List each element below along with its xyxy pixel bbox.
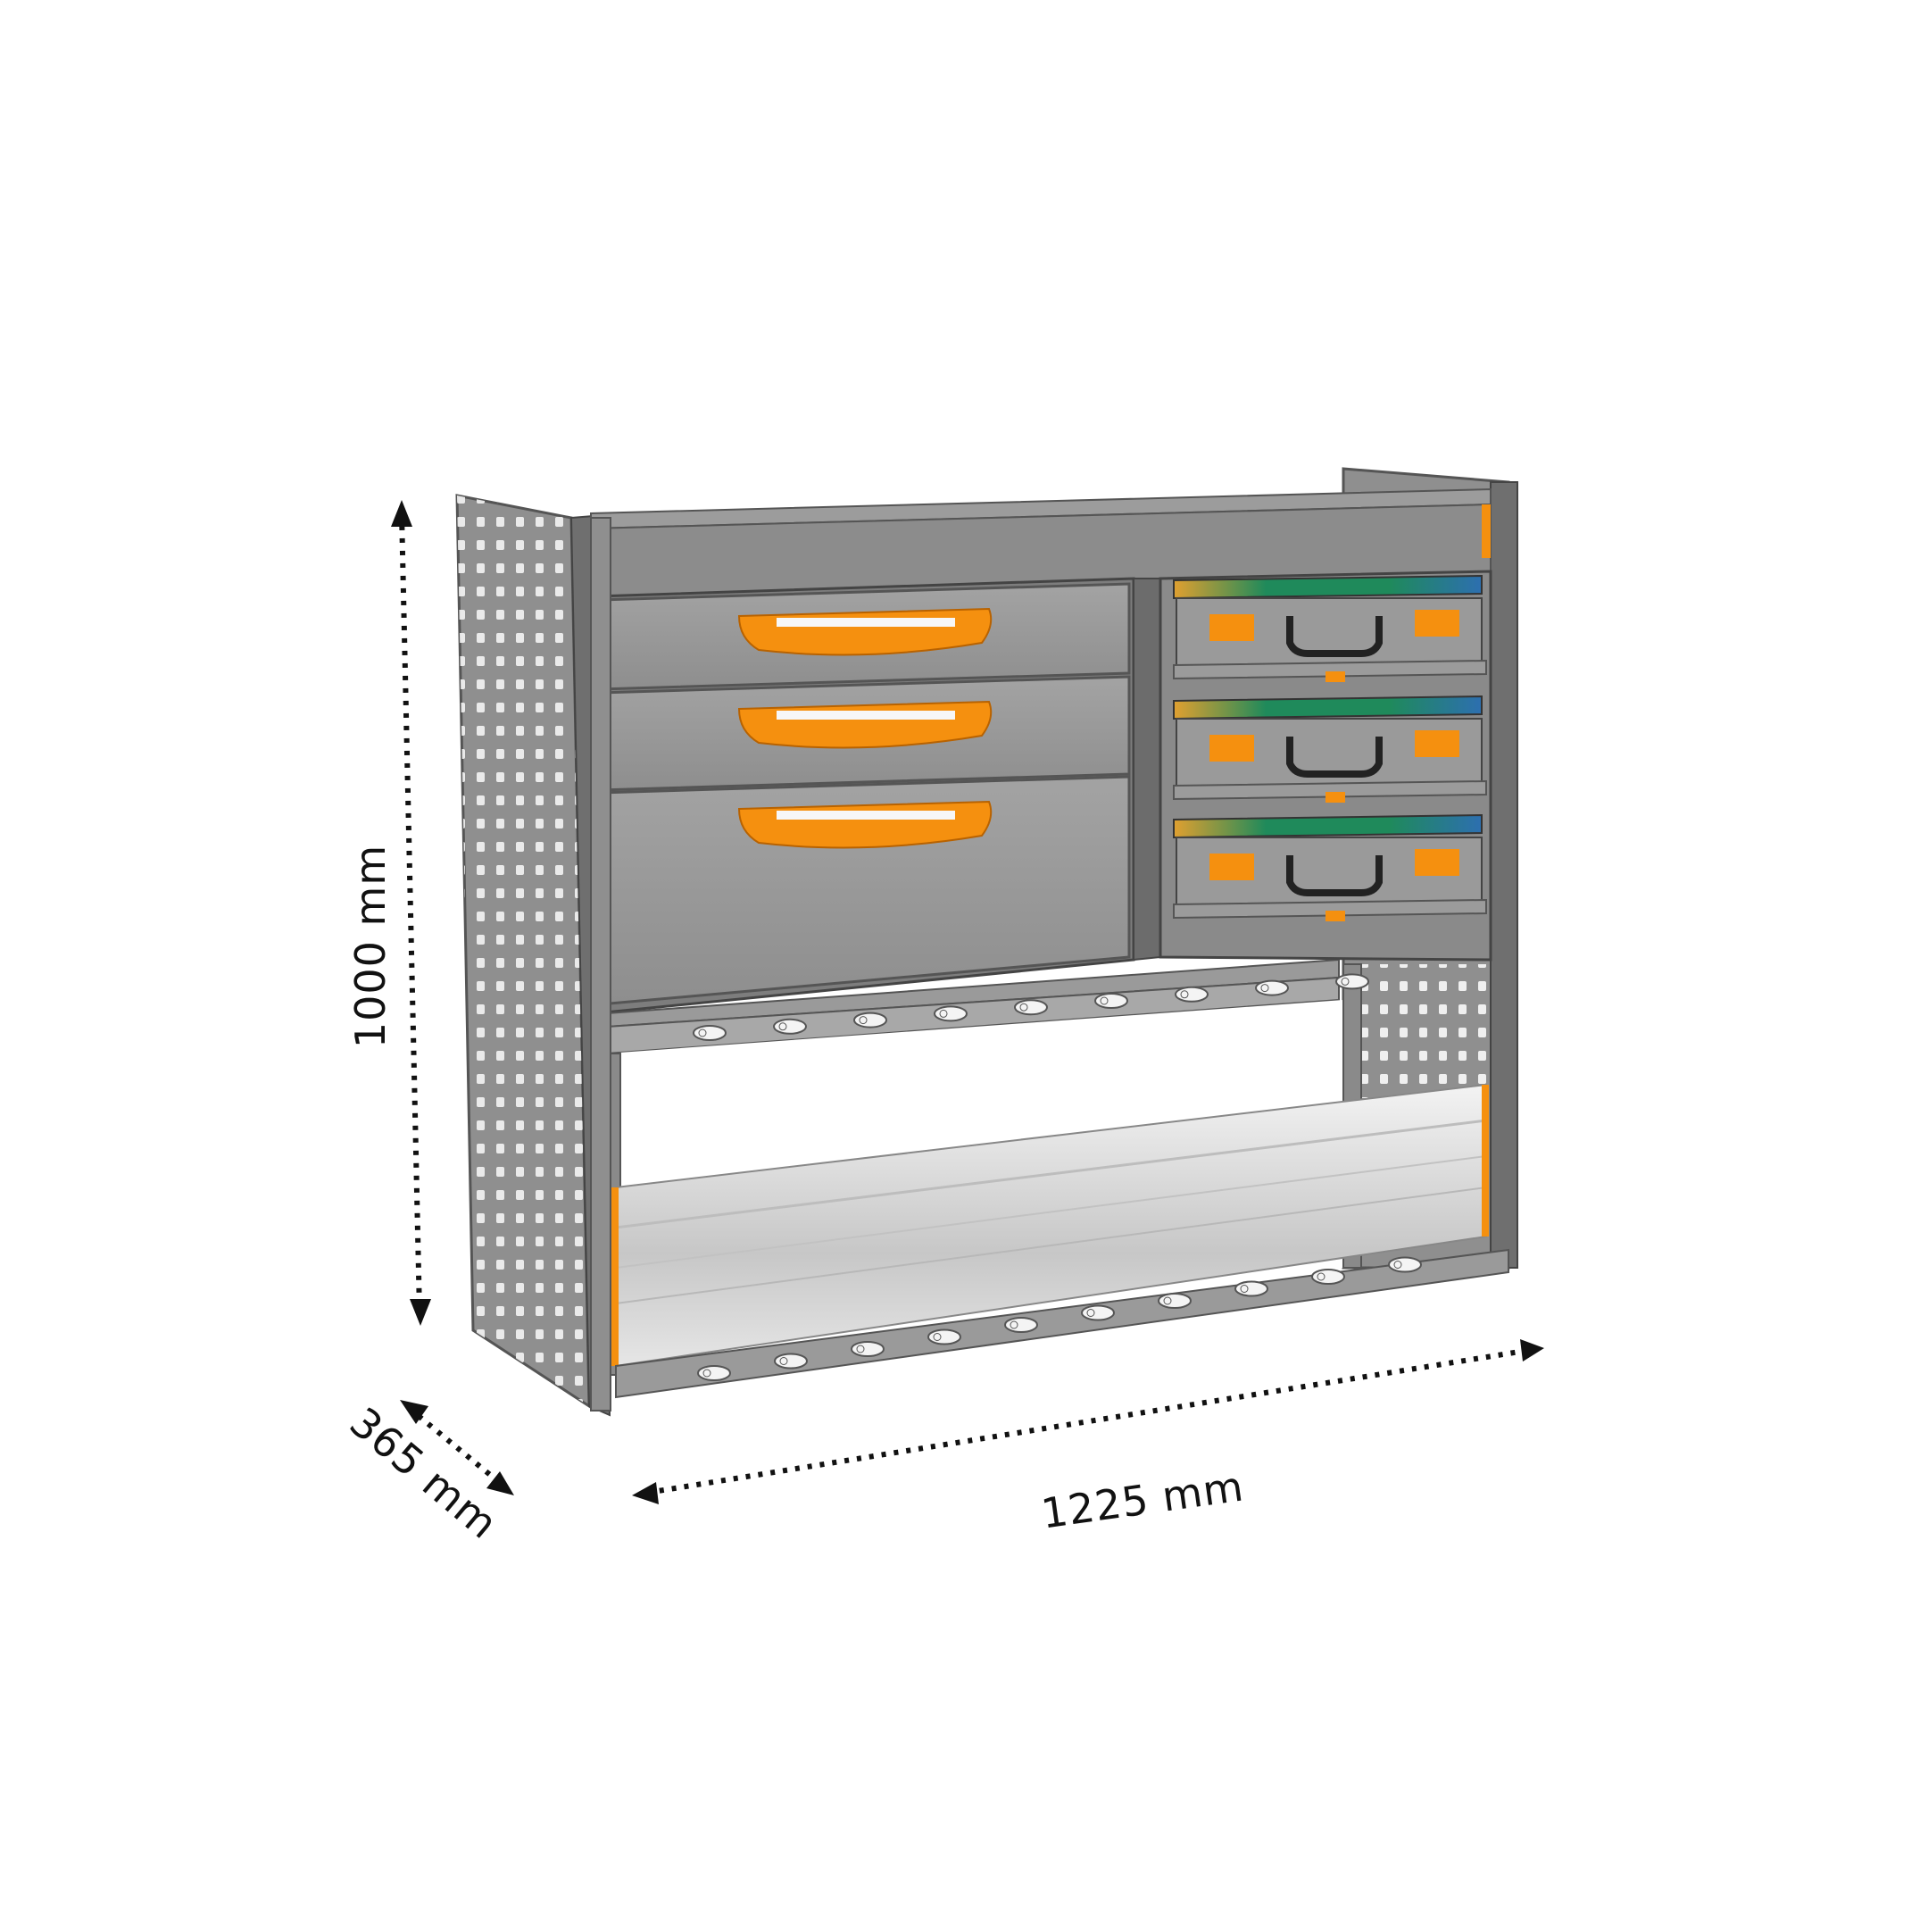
height-dimension-label: 1000 mm — [346, 844, 395, 1049]
cover-orange-clip-left — [611, 1187, 619, 1366]
rail-slot — [853, 1012, 887, 1028]
case-latch-right — [1415, 610, 1459, 637]
rail-slot — [927, 1328, 961, 1345]
drawer[interactable] — [598, 775, 1131, 1006]
width-arrow — [632, 1339, 1544, 1504]
cover-orange-clip-right — [1482, 1085, 1489, 1237]
case-latch-left — [1209, 735, 1254, 762]
rail-slot — [774, 1353, 808, 1370]
rail-slot — [1004, 1317, 1038, 1333]
front-left-upright — [590, 517, 611, 1412]
case-carry-handle[interactable] — [1286, 616, 1383, 657]
height-arrow — [391, 500, 431, 1326]
drawer-label-card — [777, 811, 955, 820]
aluminium-cover — [611, 1083, 1489, 1368]
cases — [1173, 574, 1487, 921]
case-tab — [1326, 911, 1345, 921]
case-carry-handle[interactable] — [1286, 737, 1383, 778]
rail-slots — [693, 973, 1422, 1381]
rail-slot — [1158, 1293, 1192, 1309]
case-latch-left — [1209, 614, 1254, 641]
storage-case[interactable] — [1173, 813, 1487, 921]
dimension-arrows — [391, 500, 1544, 1504]
rail-slot — [1175, 986, 1209, 1003]
case-latch-left — [1209, 854, 1254, 880]
drawer-label-card — [777, 618, 955, 627]
storage-case[interactable] — [1173, 574, 1487, 682]
rail-slot — [1311, 1269, 1345, 1285]
depth-arrow — [400, 1400, 514, 1495]
rail-slot — [1234, 1280, 1268, 1297]
drawer[interactable] — [598, 582, 1131, 691]
rail-slot — [1014, 999, 1048, 1016]
rail-slot — [851, 1341, 885, 1357]
top-shelf-orange-clip-right — [1482, 504, 1491, 558]
case-tab — [1326, 792, 1345, 803]
drawer-label-card — [777, 711, 955, 720]
rail-slot — [1255, 979, 1289, 996]
drawers — [598, 582, 1131, 1006]
case-tab — [1326, 671, 1345, 682]
rail-slot — [697, 1365, 731, 1381]
storage-case[interactable] — [1173, 695, 1487, 803]
bottom-rail — [615, 1248, 1509, 1399]
rail-slot — [1335, 973, 1369, 990]
rail-slot — [693, 1025, 727, 1041]
rail-slot — [773, 1018, 807, 1035]
rail-slot — [1081, 1304, 1115, 1321]
rail-slot — [1388, 1256, 1422, 1273]
drawer-handle[interactable] — [737, 607, 993, 656]
case-carry-handle[interactable] — [1286, 855, 1383, 896]
case-latch-right — [1415, 730, 1459, 757]
drawer[interactable] — [598, 675, 1131, 792]
rail-slot — [934, 1005, 968, 1022]
drawer-handle[interactable] — [737, 700, 993, 749]
left-side-panel — [455, 494, 611, 1417]
case-latch-right — [1415, 849, 1459, 876]
drawer-handle[interactable] — [737, 800, 993, 849]
rail-slot — [1094, 993, 1128, 1009]
